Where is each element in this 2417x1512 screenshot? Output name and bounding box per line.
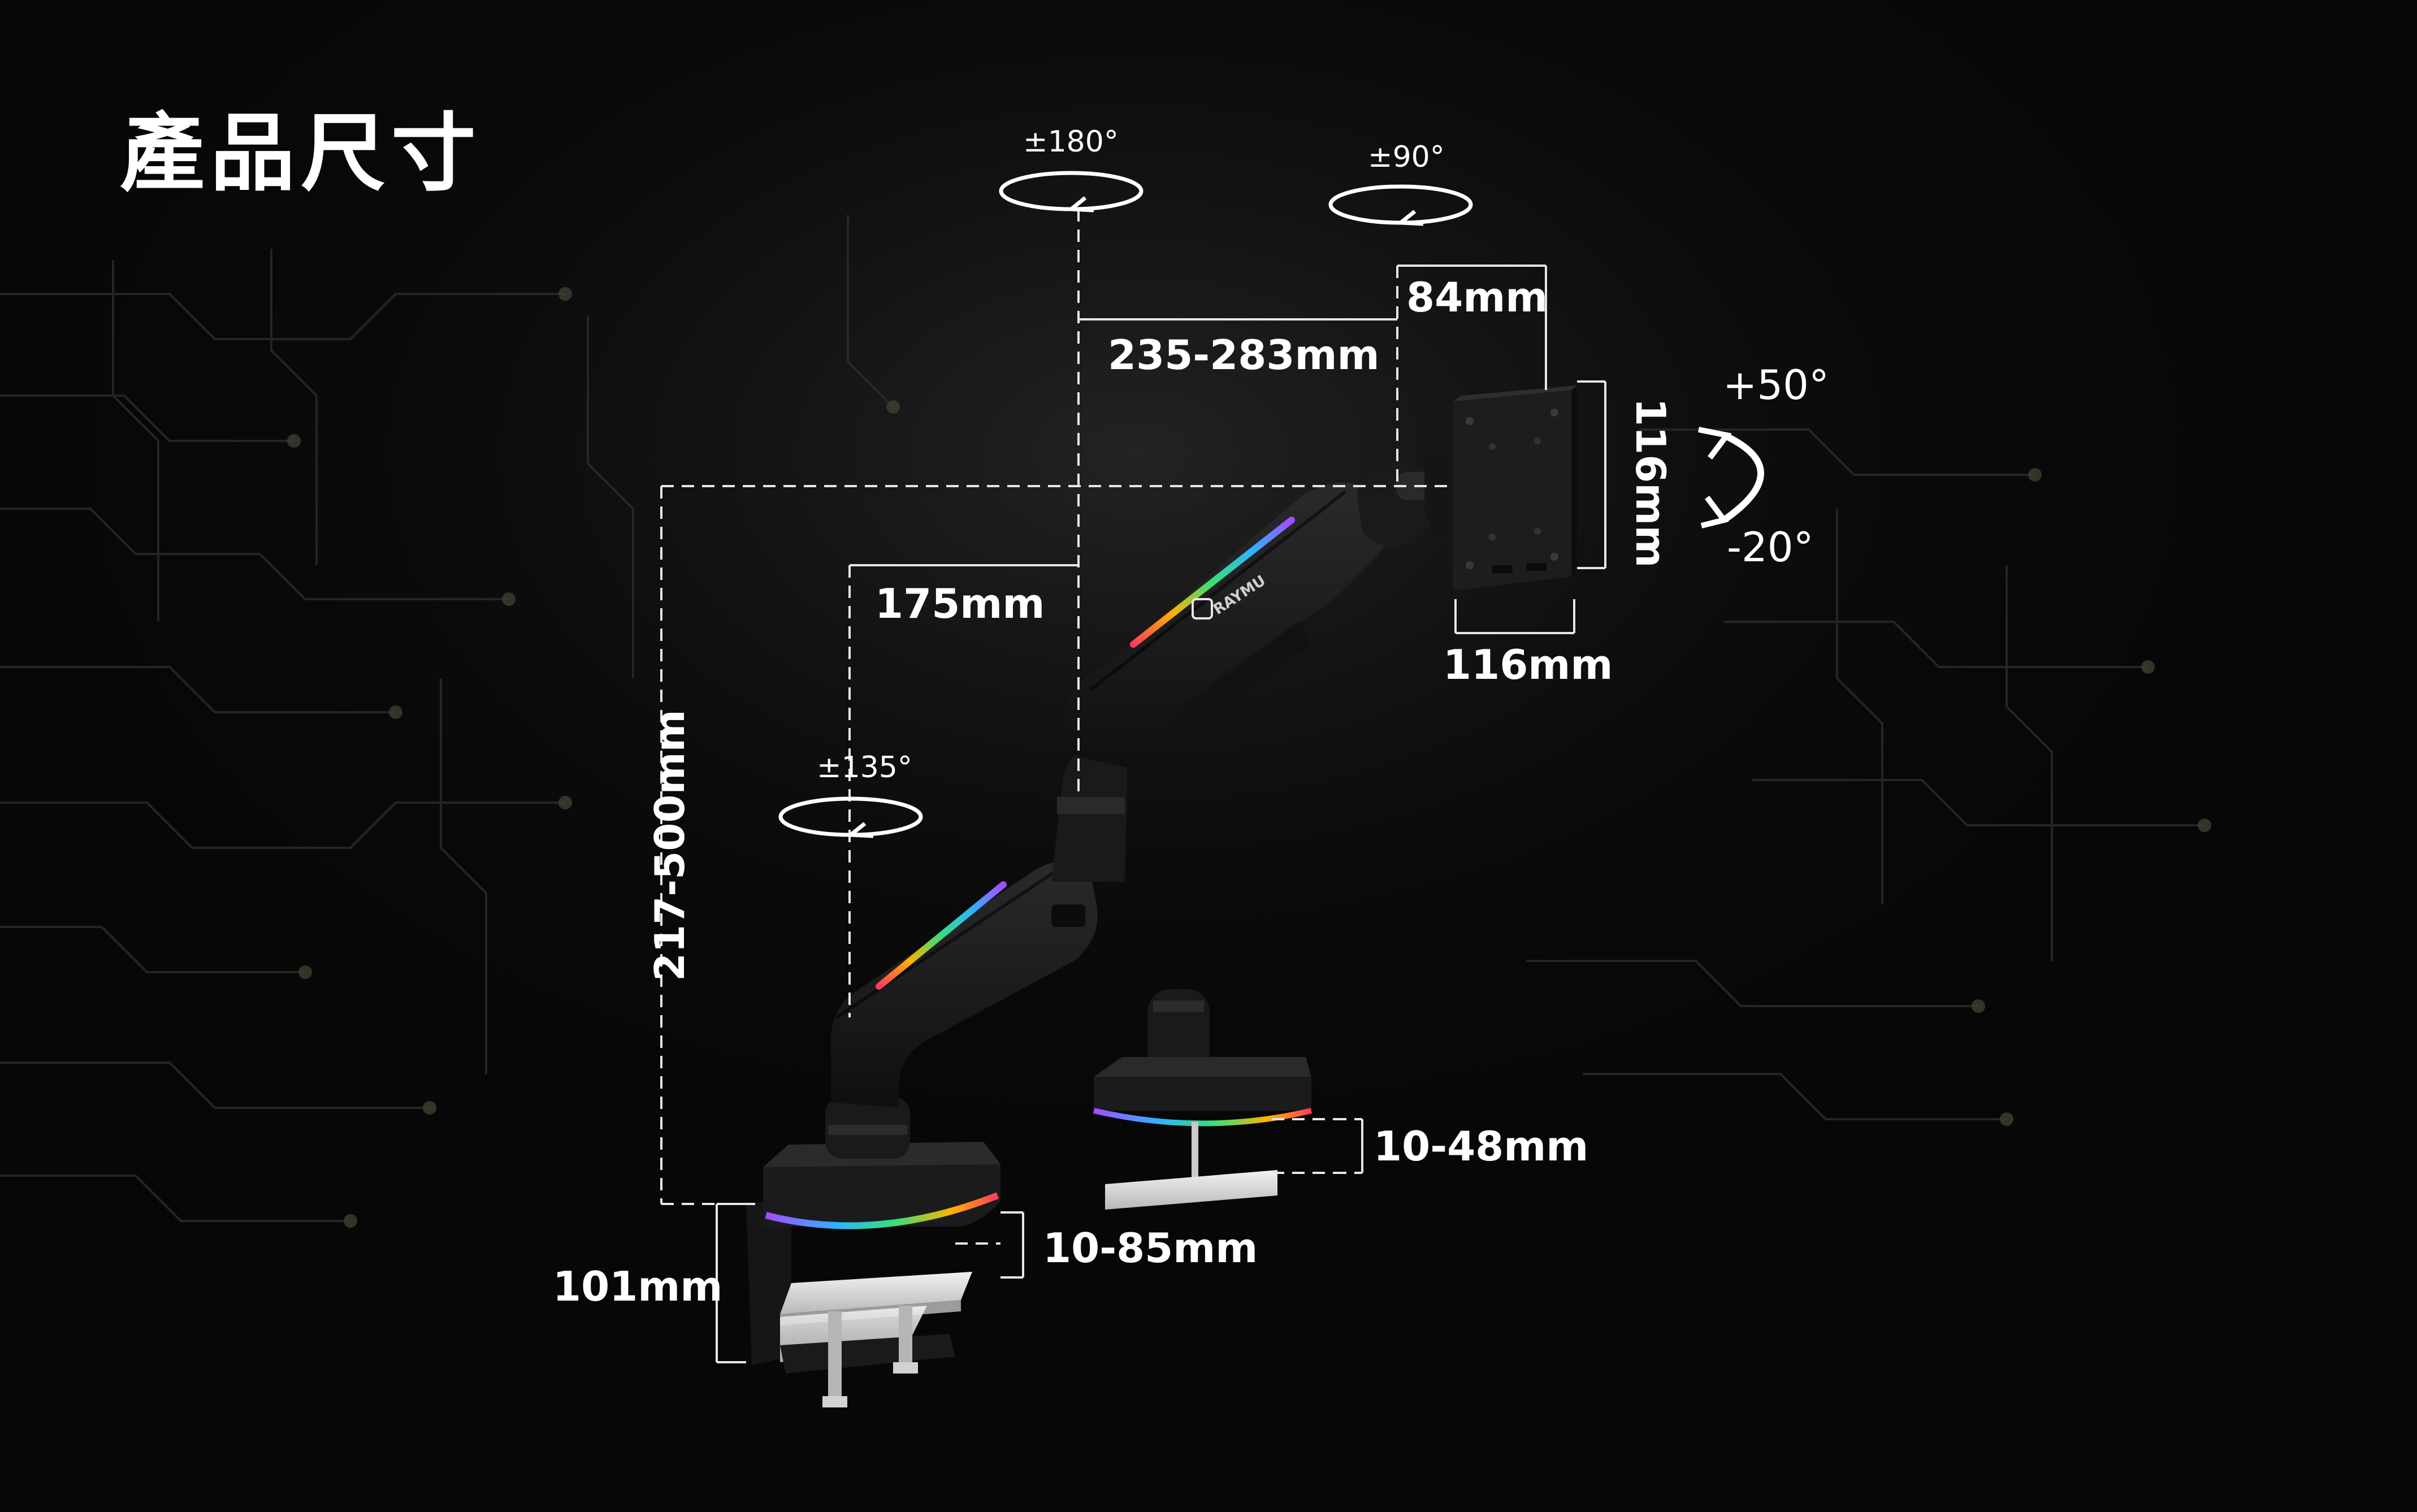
monitor-arm: RAYMU (831, 451, 1458, 1108)
lower-arm-reach-label: 175mm (875, 580, 1045, 627)
upper-arm-reach-label: 235-283mm (1108, 331, 1380, 379)
height-range-label: 217-500mm (646, 709, 694, 981)
clamp-depth-label: 101mm (553, 1263, 723, 1310)
front-clamp-assembly (746, 1097, 1000, 1407)
vesa-plate (1453, 385, 1577, 591)
vesa-height-label: 116mm (1627, 398, 1674, 568)
rear-pole-assembly (1093, 989, 1313, 1210)
clamp-thickness-label: 10-85mm (1043, 1224, 1258, 1272)
circuit-pattern (0, 215, 2204, 1222)
grommet-thickness-label: 10-48mm (1374, 1123, 1589, 1170)
tilt-down-label: -20° (1727, 523, 1814, 571)
rotate-arrow-top-icon (999, 171, 1143, 213)
vesa-width-label: 116mm (1443, 641, 1613, 688)
tilt-up-label: +50° (1723, 361, 1829, 409)
page-title: 產品尺寸 (120, 105, 482, 203)
head-depth-label: 84mm (1406, 274, 1548, 321)
circuit-dots (287, 287, 2211, 1228)
tilt-arrow-icon (1698, 427, 1764, 528)
rotation-label-base: ±135° (817, 751, 912, 785)
rotate-arrow-head-icon (1328, 184, 1473, 226)
dimension-lines (660, 209, 1606, 1363)
rotation-label-head: ±90° (1368, 140, 1445, 174)
rotate-arrow-base-icon (778, 796, 923, 838)
rotation-label-top: ±180° (1023, 125, 1119, 159)
